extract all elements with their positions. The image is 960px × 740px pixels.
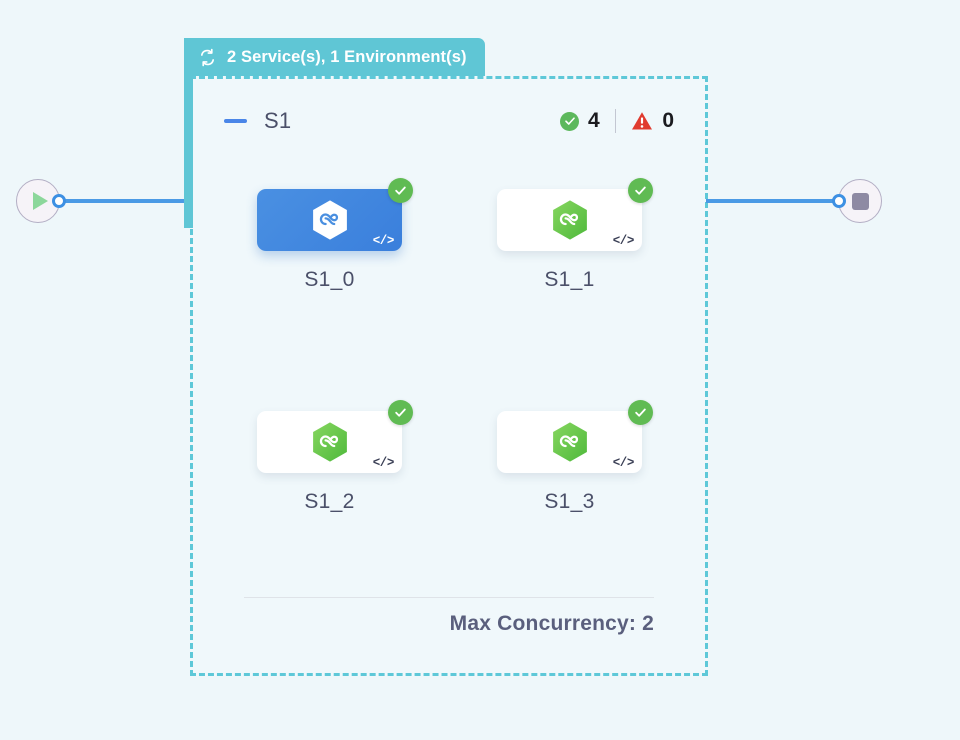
play-icon <box>33 192 48 210</box>
service-node-label: S1_1 <box>544 268 595 291</box>
warning-triangle-icon <box>632 112 653 130</box>
service-node-s1-1[interactable]: </> S1_1 <box>497 178 653 292</box>
service-header-row: S1 4 0 <box>224 104 674 138</box>
code-brackets-icon[interactable]: </> <box>372 456 395 470</box>
footer-divider <box>244 597 654 599</box>
group-header-tab[interactable]: 2 Service(s), 1 Environment(s) <box>184 38 485 76</box>
check-circle-icon <box>628 400 653 425</box>
check-circle-icon <box>560 111 580 131</box>
node-card[interactable]: </> <box>257 400 413 473</box>
node-card[interactable]: </> <box>497 400 653 473</box>
service-node-s1-0[interactable]: </> S1_0 <box>257 178 413 292</box>
code-brackets-icon[interactable]: </> <box>612 234 635 248</box>
check-circle-icon <box>628 178 653 203</box>
check-glyph <box>395 186 406 195</box>
start-node-output-port[interactable] <box>52 194 66 208</box>
service-node-s1-3[interactable]: </> S1_3 <box>497 400 653 514</box>
max-concurrency-label: Max Concurrency: 2 <box>449 612 654 635</box>
warning-counter: 0 <box>631 109 674 133</box>
group-header-label: 2 Service(s), 1 Environment(s) <box>227 47 467 66</box>
service-group-container[interactable] <box>190 76 708 676</box>
success-counter: 4 <box>560 109 600 133</box>
sync-loop-icon <box>200 48 215 66</box>
hexagon-infinity-icon <box>552 200 587 240</box>
hexagon-infinity-icon <box>552 422 587 462</box>
warning-count: 0 <box>662 109 674 132</box>
check-glyph <box>635 408 646 417</box>
service-node-label: S1_2 <box>304 490 355 513</box>
hexagon-infinity-icon <box>312 422 347 462</box>
group-left-accent-bar <box>184 38 193 228</box>
edge-group-to-end <box>706 199 836 203</box>
check-glyph <box>395 408 406 417</box>
service-node-label: S1_3 <box>544 490 595 513</box>
counter-divider <box>614 109 617 133</box>
check-circle-icon <box>388 400 413 425</box>
node-card[interactable]: </> <box>257 178 413 251</box>
service-node-s1-2[interactable]: </> S1_2 <box>257 400 413 514</box>
minus-icon[interactable] <box>224 119 247 123</box>
hexagon-infinity-icon <box>312 200 347 240</box>
end-node-input-port[interactable] <box>832 194 846 208</box>
service-name-label: S1 <box>264 108 292 133</box>
stop-icon <box>851 192 869 210</box>
code-brackets-icon[interactable]: </> <box>372 234 395 248</box>
code-brackets-icon[interactable]: </> <box>612 456 635 470</box>
check-glyph <box>635 186 646 195</box>
node-card[interactable]: </> <box>497 178 653 251</box>
success-count: 4 <box>588 109 600 132</box>
check-glyph <box>564 117 575 125</box>
check-circle-icon <box>388 178 413 203</box>
service-node-label: S1_0 <box>304 268 355 291</box>
edge-start-to-group <box>62 199 192 203</box>
